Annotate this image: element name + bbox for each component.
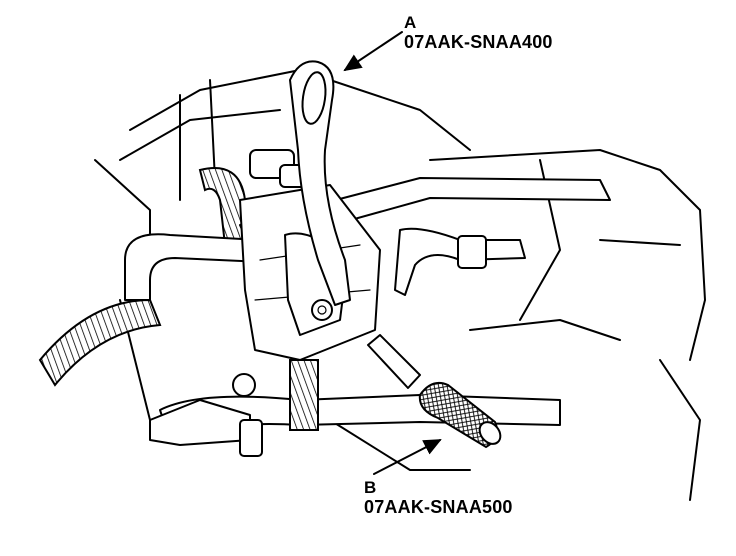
- callout-b-arrow: [373, 439, 442, 475]
- tool-a-eyelet-puller: [289, 60, 351, 306]
- tool-b-knurled-handle: [367, 334, 502, 449]
- corrugated-hose-left: [38, 167, 252, 387]
- callout-a-part-number: 07AAK-SNAA400: [404, 31, 553, 52]
- valve-housing: [239, 149, 381, 361]
- callout-leaders: [343, 31, 442, 475]
- callout-a-letter: A: [404, 13, 417, 32]
- callout-a: A 07AAK-SNAA400: [404, 13, 553, 52]
- threaded-rod: [232, 359, 319, 431]
- callout-b-letter: B: [364, 478, 377, 497]
- callout-a-arrow: [343, 31, 403, 72]
- callout-b: B 07AAK-SNAA500: [364, 478, 513, 517]
- callout-b-part-number: 07AAK-SNAA500: [364, 496, 513, 517]
